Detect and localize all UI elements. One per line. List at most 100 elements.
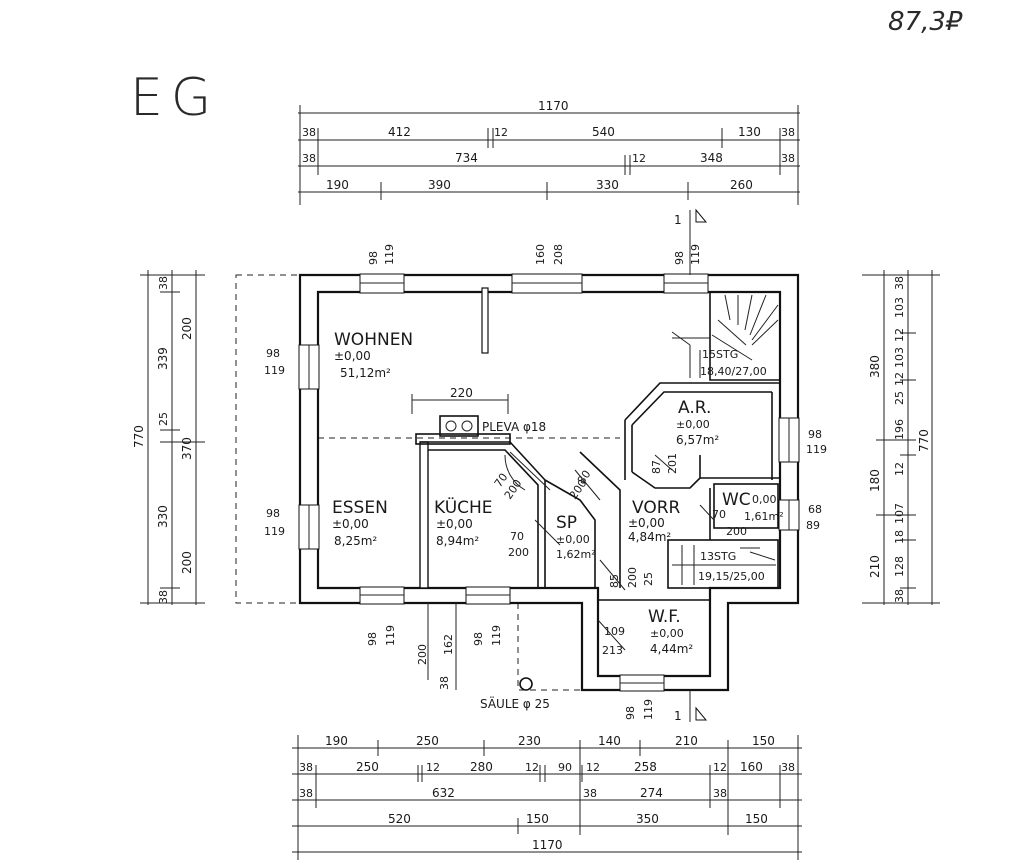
dim-right-r-i: 107: [893, 503, 906, 524]
dim-right-r-e: 12: [893, 372, 906, 386]
bottom-dimension-chain: 190 250 230 140 210 150 38 250 12 280 12…: [292, 734, 802, 860]
dim-left-inner-b: 370: [180, 437, 194, 460]
door-label-11: 200: [726, 525, 747, 538]
bottom-w3-a: 98: [624, 706, 637, 720]
room-wc: WC 0,00 1,61m²: [722, 490, 784, 523]
dim-top-r2-d: 348: [700, 151, 723, 165]
dim-right-r-c: 12: [893, 328, 906, 342]
dim-right-r-k: 128: [893, 556, 906, 577]
room-area-vorr: 4,84m²: [628, 530, 671, 544]
dim-bottom-r1-b: 250: [416, 734, 439, 748]
bottom-w1-a: 98: [366, 632, 379, 646]
dim-right-mid-b: 180: [868, 469, 882, 492]
dim-top-r1-f: 38: [781, 126, 795, 139]
dim-top-r3-a: 190: [326, 178, 349, 192]
dim-right-r-b: 103: [893, 297, 906, 318]
room-name-essen: ESSEN: [332, 498, 388, 518]
top-w2-b: 208: [552, 244, 565, 265]
dim-bottom-r1-a: 190: [325, 734, 348, 748]
section-arrow-icon: [695, 706, 708, 721]
right-w2-b: 89: [806, 519, 820, 532]
dim-bottom-r2-e: 12: [525, 761, 539, 774]
dim-bottom-r4-d: 150: [745, 812, 768, 826]
dim-bottom-r2-b: 250: [356, 760, 379, 774]
room-area-kueche: 8,94m²: [436, 534, 479, 548]
room-level-ar: ±0,00: [676, 418, 710, 431]
dim-left-r-f: 38: [157, 590, 170, 604]
door-label-12: 109: [604, 625, 625, 638]
dim-right-r-l: 38: [893, 589, 906, 603]
corner-note: 87,3₽: [888, 7, 963, 37]
stairs-lower-count: 13STG: [700, 550, 736, 563]
room-level-wc: 0,00: [752, 493, 777, 506]
right-w1-b: 119: [806, 443, 827, 456]
dim-bottom-r4-c: 350: [636, 812, 659, 826]
upper-stairs: 15STG 18,40/27,00: [672, 294, 779, 378]
dim-right-r-j: 18: [893, 530, 906, 544]
door-label-14: 87: [650, 460, 663, 474]
door-label-13: 213: [602, 644, 623, 657]
dim-left-r-b: 200: [180, 317, 194, 340]
room-area-wf: 4,44m²: [650, 642, 693, 656]
room-sp: SP ±0,00 1,62m²: [556, 513, 596, 561]
room-level-wf: ±0,00: [650, 627, 684, 640]
dim-bottom-r1-f: 150: [752, 734, 775, 748]
dim-bottom-r2-a: 38: [299, 761, 313, 774]
dim-bottom-r3-a: 38: [299, 787, 313, 800]
dim-bottom-r4-b: 150: [526, 812, 549, 826]
section-arrow-icon: [695, 208, 708, 223]
stairs-upper-count: 15STG: [702, 348, 738, 361]
room-level-sp: ±0,00: [556, 533, 590, 546]
dim-left-r-e: 200: [180, 551, 194, 574]
dim-right-r-g: 196: [893, 419, 906, 440]
dim-bottom-r2-h: 258: [634, 760, 657, 774]
dim-top-r3-d: 260: [730, 178, 753, 192]
dim-right-r-d: 103: [893, 347, 906, 368]
fireplace-width: 220: [450, 386, 473, 400]
dim-top-r2-e: 38: [781, 152, 795, 165]
right-w1-a: 98: [808, 428, 822, 441]
dim-top-r2-c: 12: [632, 152, 646, 165]
door-label-10: 70: [712, 508, 726, 521]
section-marker-bottom: 1: [674, 690, 708, 723]
room-name-wf: W.F.: [648, 607, 681, 627]
room-level-wohnen: ±0,00: [334, 349, 371, 363]
dim-left-r-c: 25: [157, 412, 170, 426]
top-dimension-chain: 1170 38 412 12 540 130 38 38 734 12 348 …: [298, 99, 800, 205]
dim-bottom-r4-a: 520: [388, 812, 411, 826]
interior-walls: [419, 287, 780, 601]
dim-bottom-r3-c: 38: [583, 787, 597, 800]
right-dimension-chain: 770 380 180 210 38 103 12 103 12 25 196 …: [862, 270, 940, 605]
column-saeule: SÄULE φ 25: [480, 677, 550, 711]
fireplace: 220 PLEVA φ18: [411, 386, 546, 445]
bottom-misc-c: 38: [438, 676, 451, 690]
outer-walls: [298, 273, 800, 692]
room-name-wc: WC: [722, 490, 751, 510]
room-name-wohnen: WOHNEN: [334, 330, 413, 350]
room-name-vorr: VORR: [632, 498, 681, 518]
door-label-9: 25: [642, 572, 655, 586]
left-w2-a: 98: [266, 507, 280, 520]
room-name-sp: SP: [556, 513, 577, 533]
dim-top-r3-c: 330: [596, 178, 619, 192]
floor-label: EG: [130, 68, 219, 128]
top-w3-a: 98: [673, 251, 686, 265]
room-area-sp: 1,62m²: [556, 548, 596, 561]
dim-bottom-r2-d: 280: [470, 760, 493, 774]
dim-bottom-r3-e: 38: [713, 787, 727, 800]
pleva-label: PLEVA φ18: [482, 420, 546, 434]
bottom-misc-b: 162: [442, 634, 455, 655]
room-essen: ESSEN ±0,00 8,25m²: [332, 498, 388, 548]
dim-bottom-r2-c: 12: [426, 761, 440, 774]
dim-right-r-a: 38: [893, 276, 906, 290]
stairs-lower-ratio: 19,15/25,00: [698, 570, 765, 583]
dim-right-r-f: 25: [893, 391, 906, 405]
room-area-wc: 1,61m²: [744, 510, 784, 523]
dim-left-r-d: 330: [156, 505, 170, 528]
section-label-top: 1: [674, 213, 682, 227]
dim-top-r1-a: 38: [302, 126, 316, 139]
dim-bottom-r2-j: 160: [740, 760, 763, 774]
top-w1-b: 119: [383, 244, 396, 265]
top-w1-a: 98: [367, 251, 380, 265]
